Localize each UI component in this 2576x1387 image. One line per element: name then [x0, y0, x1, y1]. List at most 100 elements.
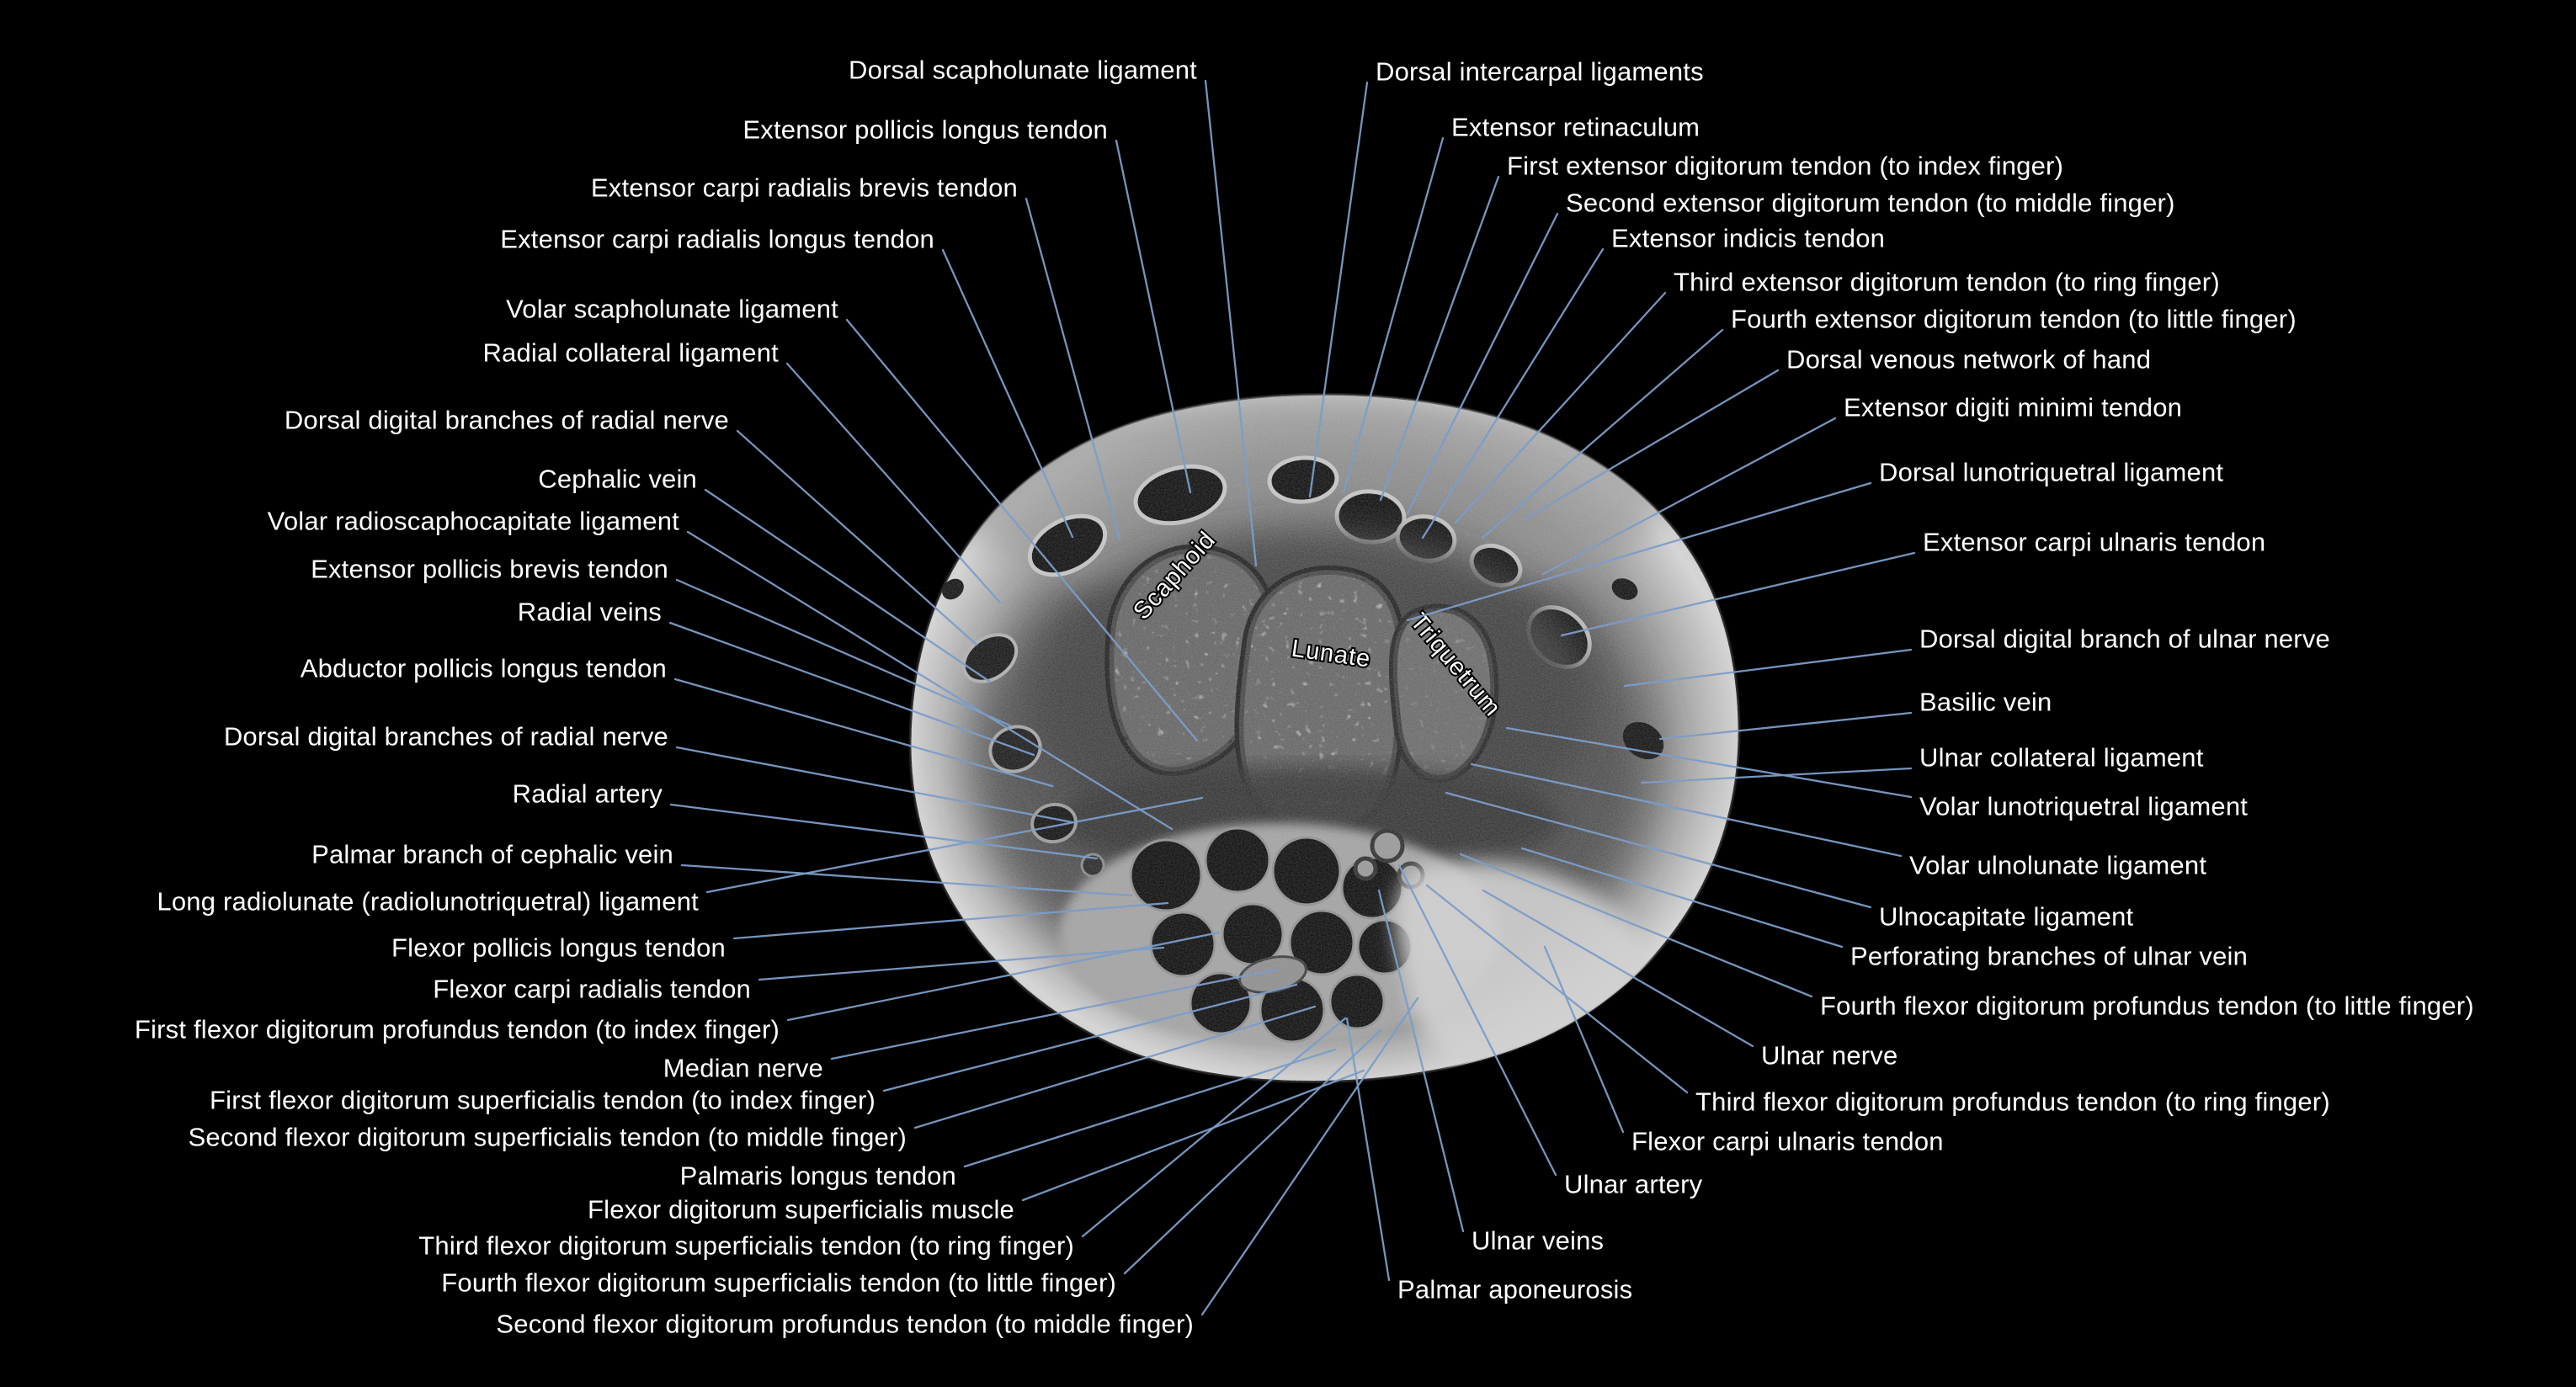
leader-line [668, 621, 1035, 757]
annotation-label: Second flexor digitorum superficialis te… [188, 1122, 907, 1152]
annotation-label: Cephalic vein [538, 464, 697, 494]
leader-line [1520, 847, 1844, 949]
leader-line [1200, 996, 1419, 1316]
annotation-label: Extensor retinaculum [1451, 112, 1700, 142]
leader-line [1308, 81, 1369, 498]
leader-line [673, 678, 1054, 788]
annotation-label: First flexor digitorum superficialis ten… [210, 1085, 876, 1115]
annotation-label: Ulnar artery [1564, 1169, 1703, 1199]
annotation-label: Flexor digitorum superficialis muscle [587, 1194, 1014, 1225]
leader-line [675, 746, 1074, 824]
leader-line [1470, 763, 1903, 858]
leader-line [1379, 175, 1500, 502]
annotation-label: Abductor pollicis longus tendon [300, 653, 667, 683]
leader-line [1345, 1017, 1391, 1282]
leader-line [1482, 889, 1754, 1048]
annotation-label: Median nerve [663, 1053, 823, 1083]
leader-line [1421, 247, 1605, 539]
leader-line [732, 901, 1169, 940]
annotation-label: Perforating branches of ulnar vein [1850, 941, 2249, 971]
leader-line [686, 530, 1174, 831]
annotation-label: Flexor pollicis longus tendon [391, 933, 726, 963]
leader-line [1658, 711, 1913, 741]
annotation-label: Extensor carpi radialis brevis tendon [590, 173, 1018, 203]
leader-line [669, 803, 1099, 860]
leader-line [680, 864, 1133, 897]
leader-line [1377, 889, 1465, 1233]
annotation-label: Volar ulnolunate ligament [1909, 850, 2207, 880]
annotation-label: Palmaris longus tendon [679, 1161, 956, 1191]
leader-line [1445, 791, 1872, 909]
leader-line [1623, 648, 1913, 688]
annotation-label: Flexor carpi radialis tendon [433, 974, 751, 1004]
annotation-label: Extensor carpi ulnaris tendon [1923, 527, 2266, 557]
leader-line [1021, 1069, 1365, 1202]
annotation-label: Volar radioscaphocapitate ligament [267, 506, 679, 536]
leader-line [1523, 369, 1780, 521]
leader-line [1640, 767, 1913, 784]
annotation-label: Palmar branch of cephalic vein [311, 839, 673, 869]
annotation-label: Dorsal digital branches of radial nerve [284, 405, 729, 435]
leader-line [1406, 481, 1872, 622]
annotation-label: Long radiolunate (radiolunotriquetral) l… [157, 886, 699, 917]
leader-line [1541, 417, 1837, 576]
leader-line [758, 946, 1165, 981]
leader-lines [668, 79, 1916, 1316]
annotation-label: Fourth flexor digitorum profundus tendon… [1820, 991, 2474, 1021]
annotation-label: Ulnar nerve [1761, 1040, 1898, 1071]
leader-line [830, 968, 1278, 1060]
leader-line [704, 488, 992, 683]
leader-line [1115, 139, 1192, 494]
leader-line [736, 429, 978, 646]
leader-line [1481, 328, 1724, 539]
annotation-label: Ulnar veins [1472, 1225, 1605, 1256]
leader-line [1454, 291, 1667, 524]
leader-line [1081, 1017, 1347, 1238]
annotation-label: Flexor carpi ulnaris tendon [1631, 1126, 1944, 1156]
mri-noise [909, 394, 1740, 1082]
leader-line [1543, 945, 1625, 1134]
annotation-label: Radial collateral ligament [482, 337, 779, 368]
annotation-label: Volar lunotriquetral ligament [1919, 791, 2249, 821]
leader-line [941, 248, 1074, 539]
annotation-label: Radial artery [512, 779, 663, 809]
annotation-label: Dorsal venous network of hand [1786, 344, 2152, 375]
annotation-label: Palmar aponeurosis [1397, 1274, 1633, 1305]
annotation-label: Extensor pollicis brevis tendon [311, 554, 668, 584]
annotation-label: Ulnocapitate ligament [1879, 901, 2134, 932]
annotation-label: Radial veins [517, 597, 662, 627]
leader-line [1025, 197, 1121, 542]
leader-line [785, 362, 1002, 604]
annotation-label: Fourth flexor digitorum superficialis te… [441, 1267, 1116, 1298]
wrist-interior [909, 394, 1740, 1082]
annotation-label: Dorsal digital branches of radial nerve [223, 721, 668, 752]
annotation-label: Dorsal intercarpal ligaments [1376, 56, 1704, 87]
leader-line [1425, 884, 1689, 1094]
leader-line [1204, 79, 1258, 567]
annotation-label: Third flexor digitorum superficialis ten… [418, 1230, 1074, 1261]
leader-line [1342, 136, 1445, 494]
leader-line [786, 931, 1221, 1022]
annotation-label: Dorsal scapholunate ligament [848, 55, 1197, 85]
leader-line [1123, 1028, 1382, 1275]
annotation-label: Dorsal digital branch of ulnar nerve [1919, 624, 2330, 654]
leader-line [1560, 551, 1916, 637]
leader-line [705, 796, 1204, 894]
annotation-label: Second flexor digitorum profundus tendon… [496, 1309, 1194, 1339]
annotation-label: Fourth extensor digitorum tendon (to lit… [1731, 304, 2297, 334]
leader-line [1459, 853, 1813, 998]
annotation-label: Ulnar collateral ligament [1919, 742, 2204, 773]
leader-line [845, 318, 1199, 742]
annotation-label: First flexor digitorum profundus tendon … [134, 1014, 780, 1044]
annotation-label: Dorsal lunotriquetral ligament [1879, 457, 2224, 487]
leader-line [1505, 726, 1913, 799]
leader-line [963, 1048, 1337, 1168]
annotation-label: Basilic vein [1919, 687, 2052, 717]
annotation-label: Extensor pollicis longus tendon [742, 114, 1108, 145]
annotation-label: Extensor digiti minimi tendon [1844, 392, 2183, 422]
annotation-label: First extensor digitorum tendon (to inde… [1507, 151, 2064, 181]
annotation-label: Third extensor digitorum tendon (to ring… [1674, 267, 2220, 297]
